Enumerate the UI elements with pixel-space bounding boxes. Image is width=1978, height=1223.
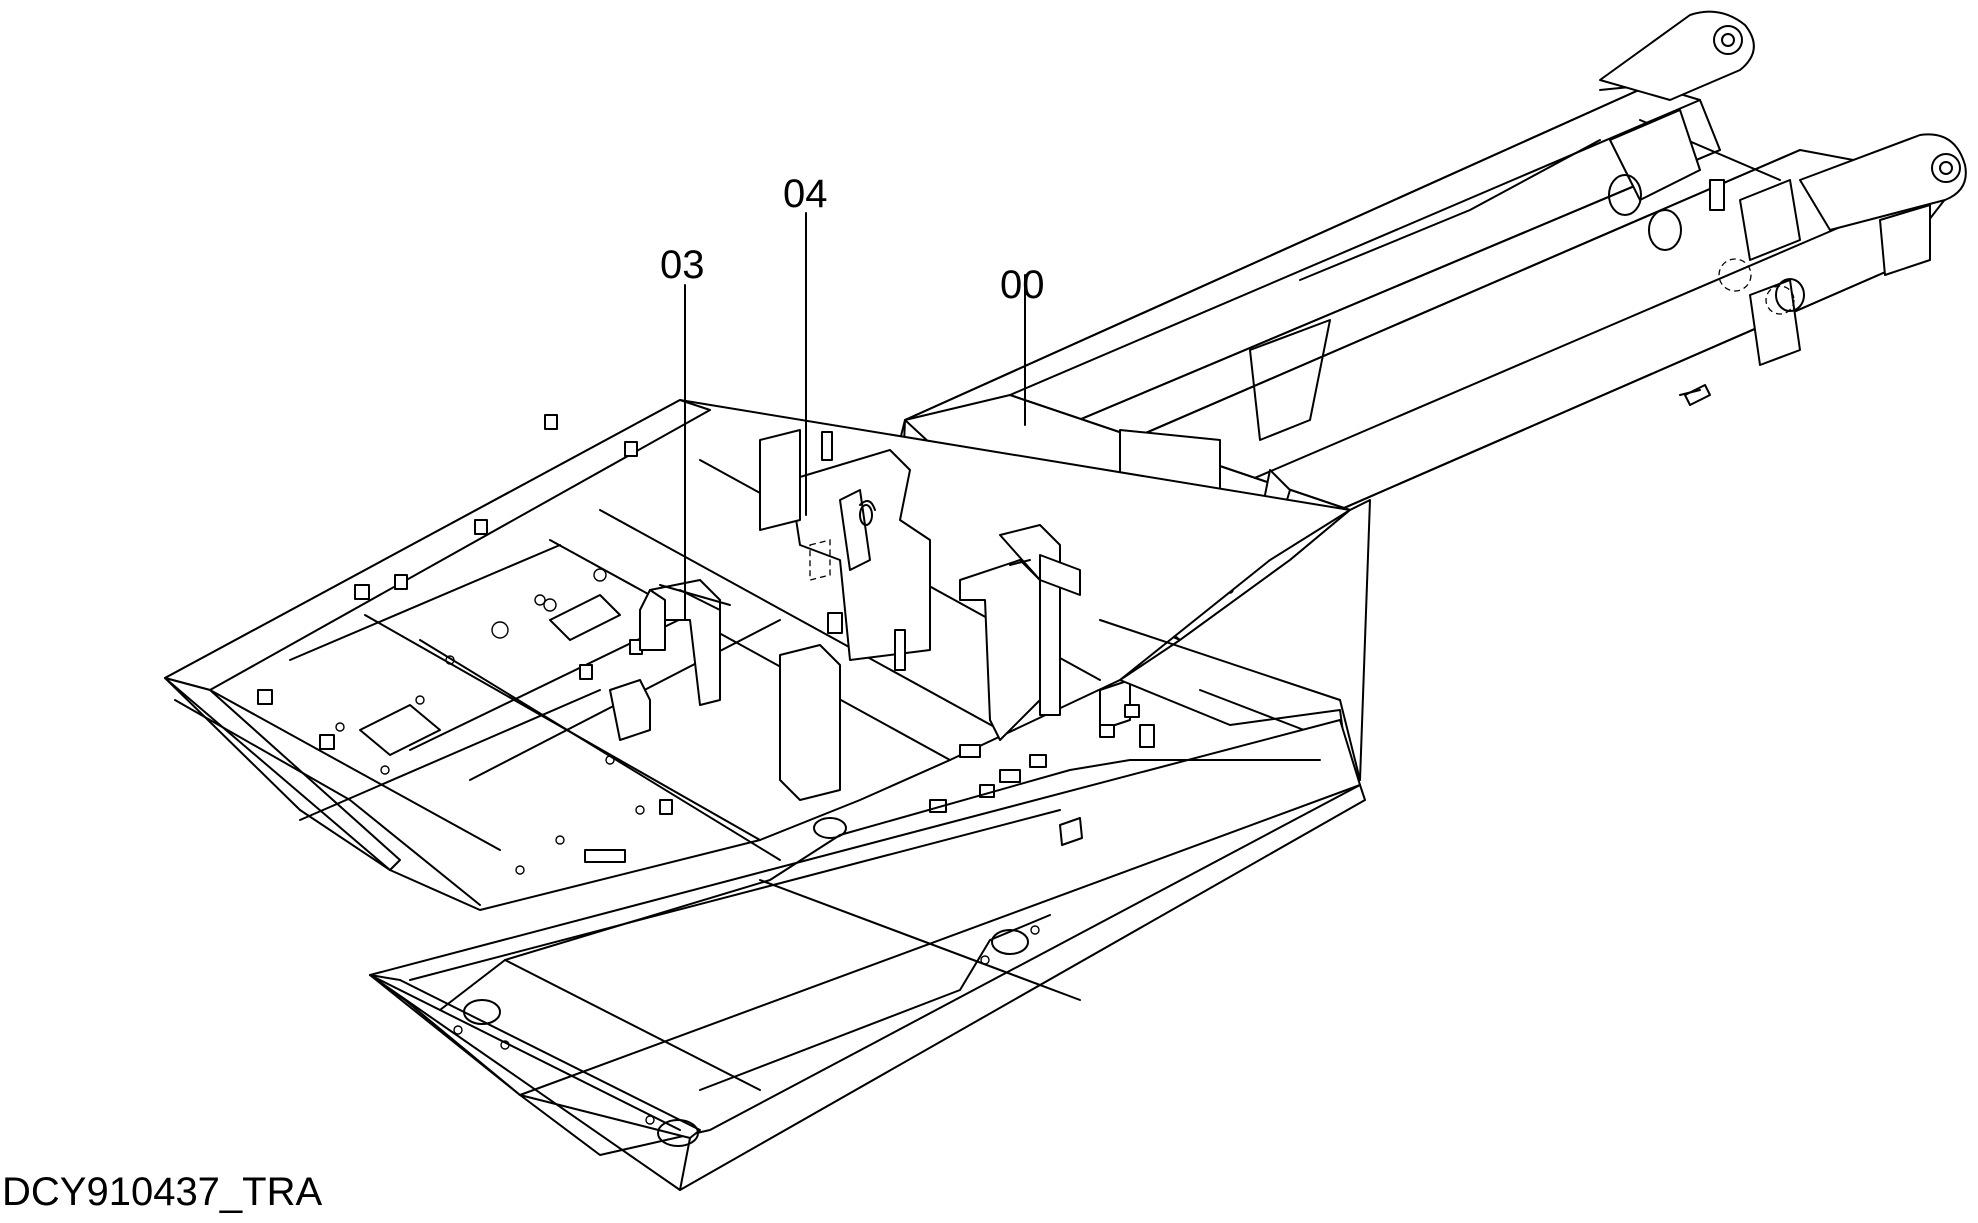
bottom-platform: [369, 719, 1366, 1191]
callout-label-00: 00: [1000, 263, 1045, 307]
leader-lines: [684, 212, 1026, 621]
drawing-id-label: DCY910437_TRA: [2, 1170, 323, 1214]
callout-label-03: 03: [660, 243, 705, 287]
callout-label-04: 04: [783, 172, 828, 216]
left-frame: [164, 399, 1351, 911]
center-brackets: [609, 429, 1140, 813]
